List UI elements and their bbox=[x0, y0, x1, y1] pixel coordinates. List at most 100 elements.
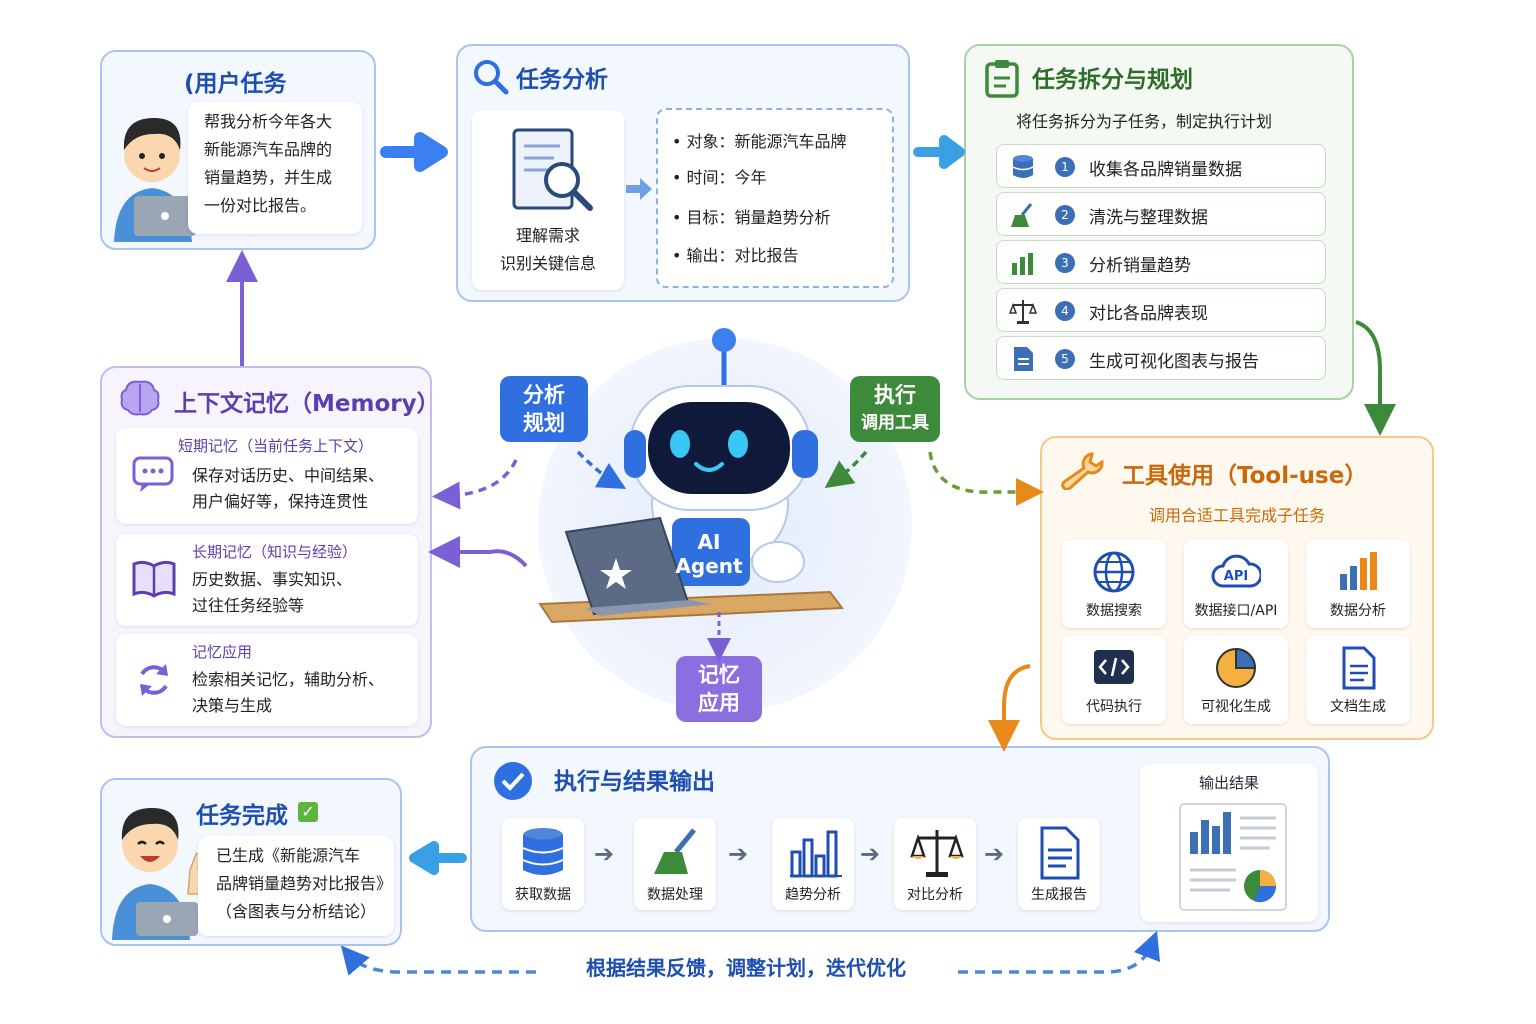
understand-card: 理解需求 识别关键信息 bbox=[472, 110, 624, 290]
check-circle-icon bbox=[494, 762, 532, 800]
key-info-box: • 对象：新能源汽车品牌 • 时间：今年 • 目标：销量趋势分析 • 输出：对比… bbox=[656, 108, 894, 288]
tool-label: 代码执行 bbox=[1086, 699, 1142, 715]
user-task-panel: (用户任务 帮我分析今年各大 新能源汽车品牌的 销量趋势，并生成 一份对比报告。 bbox=[100, 50, 376, 250]
api-cloud-icon: API bbox=[1211, 554, 1261, 588]
feedback-caption: 根据结果反馈，调整计划，迭代优化 bbox=[586, 956, 906, 980]
memory-item-line: 过往任务经验等 bbox=[192, 596, 305, 615]
pie-chart-icon bbox=[1216, 647, 1257, 688]
refresh-icon bbox=[140, 664, 168, 696]
flow-label: 获取数据 bbox=[515, 887, 571, 903]
tool-use-title: 工具使用（Tool-use） bbox=[1122, 463, 1368, 489]
analysis-planning-bubble: 分析 规划 bbox=[500, 376, 588, 442]
document-icon bbox=[1342, 646, 1376, 690]
flow-step: 数据处理 bbox=[634, 818, 716, 910]
bar-chart-icon bbox=[790, 830, 842, 878]
scale-icon bbox=[1009, 300, 1037, 324]
link-execute-bubble-to-tools bbox=[928, 451, 1044, 506]
step-label: 清洗与整理数据 bbox=[1089, 208, 1208, 228]
user-request-line: 帮我分析今年各大 bbox=[204, 112, 333, 131]
result-line: 已生成《新能源汽车 bbox=[216, 846, 361, 865]
svg-text:API: API bbox=[1224, 569, 1248, 584]
broom-icon bbox=[654, 828, 696, 874]
bubble-line: 规划 bbox=[523, 411, 565, 435]
key-info-bullet: • 时间：今年 bbox=[672, 168, 767, 187]
user-avatar-icon bbox=[114, 118, 196, 242]
plan-step: 4 对比各品牌表现 bbox=[996, 288, 1326, 332]
plan-step: 1 收集各品牌销量数据 bbox=[996, 144, 1326, 188]
step-label: 生成可视化图表与报告 bbox=[1089, 352, 1259, 372]
execute-tools-bubble: 执行 调用工具 bbox=[850, 376, 940, 442]
bubble-line: 应用 bbox=[698, 691, 740, 715]
document-icon bbox=[1014, 347, 1033, 371]
tool-label: 数据分析 bbox=[1330, 603, 1386, 619]
book-icon bbox=[132, 560, 176, 598]
result-card: 已生成《新能源汽车 品牌销量趋势对比报告》 （含图表与分析结论） bbox=[198, 836, 394, 936]
flow-label: 对比分析 bbox=[907, 887, 963, 903]
step-label: 收集各品牌销量数据 bbox=[1089, 160, 1242, 180]
step-label: 对比各品牌表现 bbox=[1089, 304, 1208, 324]
feedback-loop-left bbox=[340, 945, 536, 976]
scale-icon bbox=[910, 830, 964, 877]
arrow-analysis-to-planning bbox=[913, 135, 965, 169]
arrow-user-to-analysis bbox=[380, 132, 448, 172]
output-card: 输出结果 bbox=[1140, 764, 1318, 922]
bubble-line: 执行 bbox=[874, 383, 916, 407]
planning-title: 任务拆分与规划 bbox=[1032, 67, 1193, 93]
execution-title: 执行与结果输出 bbox=[554, 769, 715, 795]
flow-step: 趋势分析 bbox=[772, 818, 854, 910]
key-info-bullet: • 对象：新能源汽车品牌 bbox=[672, 132, 847, 151]
document-search-icon bbox=[512, 128, 593, 211]
result-line: 品牌销量趋势对比报告》 bbox=[216, 874, 393, 893]
tool-card: 代码执行 bbox=[1062, 636, 1166, 724]
understand-line: 识别关键信息 bbox=[499, 254, 596, 273]
step-number: 5 bbox=[1055, 349, 1075, 369]
tool-card: 数据搜索 bbox=[1062, 540, 1166, 628]
key-info-bullet: • 输出：对比报告 bbox=[672, 246, 799, 265]
arrow-planning-to-tools bbox=[1355, 320, 1396, 436]
task-done-panel: 任务完成 ✓ 已生成《新能源汽车 品牌销量趋势对比报告》 （含图表与分析结论） bbox=[100, 778, 402, 946]
wrench-icon bbox=[1061, 452, 1104, 490]
clipboard-icon bbox=[985, 60, 1019, 98]
memory-item-line: 决策与生成 bbox=[192, 696, 273, 715]
output-title: 输出结果 bbox=[1198, 774, 1259, 792]
arrow-execution-to-done bbox=[409, 841, 467, 875]
check-box-icon: ✓ bbox=[298, 802, 318, 822]
step-label: 分析销量趋势 bbox=[1089, 256, 1191, 276]
user-request-line: 一份对比报告。 bbox=[204, 196, 317, 215]
report-preview-icon bbox=[1179, 803, 1287, 911]
result-line: （含图表与分析结论） bbox=[216, 902, 377, 921]
plan-step: 5 生成可视化图表与报告 bbox=[996, 336, 1326, 380]
feedback-loop-right bbox=[958, 930, 1161, 974]
memory-item-heading: 记忆应用 bbox=[192, 643, 253, 661]
flow-step: 生成报告 bbox=[1018, 818, 1100, 910]
understand-line: 理解需求 bbox=[515, 226, 580, 245]
chat-bubble-icon bbox=[132, 456, 174, 492]
step-number: 4 bbox=[1055, 301, 1075, 321]
database-icon bbox=[1012, 155, 1034, 178]
step-number: 2 bbox=[1055, 205, 1075, 225]
memory-item-heading: 短期记忆（当前任务上下文） bbox=[178, 437, 374, 455]
step-number: 1 bbox=[1055, 157, 1075, 177]
arrow-right-icon: ➔ bbox=[860, 840, 881, 868]
key-info-text: 输出：对比报告 bbox=[686, 246, 799, 265]
user-request-line: 销量趋势，并生成 bbox=[204, 168, 333, 187]
globe-icon bbox=[1093, 551, 1135, 593]
key-info-text: 时间：今年 bbox=[686, 168, 767, 187]
agent-badge-line: AI bbox=[697, 530, 721, 554]
arrow-right-icon: ➔ bbox=[728, 840, 749, 868]
memory-item: 短期记忆（当前任务上下文） 保存对话历史、中间结果、 用户偏好等，保持连贯性 bbox=[116, 428, 418, 524]
task-analysis-title: 任务分析 bbox=[516, 67, 608, 93]
memory-item: 记忆应用 检索相关记忆，辅助分析、 决策与生成 bbox=[116, 634, 418, 726]
memory-item-line: 历史数据、事实知识、 bbox=[192, 570, 353, 589]
flow-step: 对比分析 bbox=[894, 818, 976, 910]
agent-badge-line: Agent bbox=[675, 554, 743, 578]
tool-card: 可视化生成 bbox=[1184, 636, 1288, 724]
memory-item-line: 用户偏好等，保持连贯性 bbox=[192, 492, 369, 511]
bubble-line: 调用工具 bbox=[861, 413, 929, 433]
task-analysis-panel: 任务分析 理解需求 识别关键信息 • 对象：新能源汽车品牌 • 时间：今年 • … bbox=[456, 44, 910, 302]
flow-label: 生成报告 bbox=[1031, 887, 1087, 903]
search-icon bbox=[474, 60, 509, 95]
step-number: 3 bbox=[1055, 253, 1075, 273]
bar-chart-icon bbox=[1012, 253, 1033, 275]
